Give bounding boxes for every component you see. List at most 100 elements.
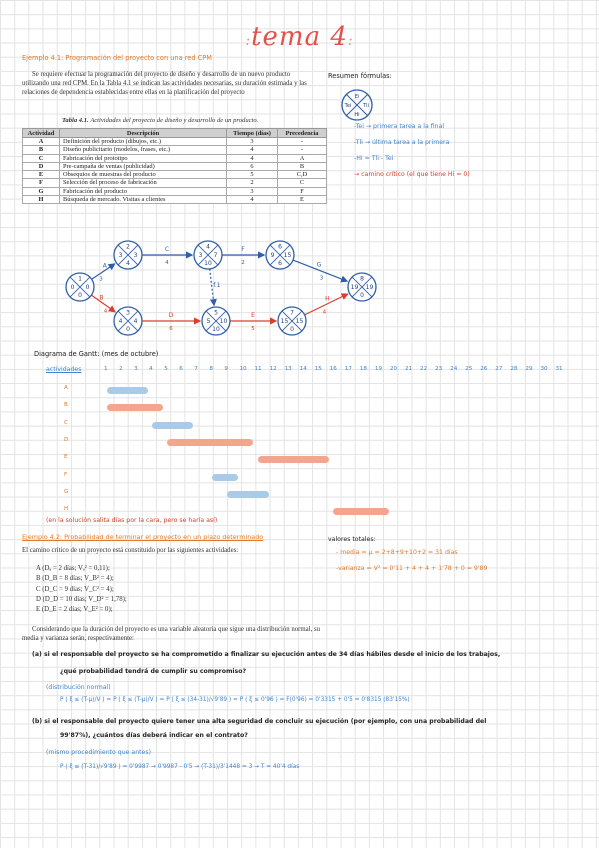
table-cell: Selección del proceso de fabricación xyxy=(59,178,227,188)
table-cell: A xyxy=(277,153,327,163)
gantt-activities-label: actividades xyxy=(46,366,82,373)
critical-activity-item: A (Dₐ = 2 días; Vₐ² = 0,11); xyxy=(36,565,110,572)
gantt-day-label: 3 xyxy=(134,366,138,372)
table-cell: B xyxy=(277,161,327,172)
table-cell: Diseño publicitario (modelos, frases, et… xyxy=(59,145,227,155)
gantt-day-label: 9 xyxy=(224,366,228,372)
edge-duration: 4 xyxy=(104,308,108,314)
gantt-task-label: H xyxy=(64,506,69,513)
svg-text:5: 5 xyxy=(214,310,218,317)
formulas-heading: Resumen fórmulas: xyxy=(328,72,392,80)
example2-intro: El camino crítico de un proyecto está co… xyxy=(22,547,239,554)
svg-text:4: 4 xyxy=(134,318,138,325)
gantt-day-label: 23 xyxy=(435,366,443,372)
svg-text:0: 0 xyxy=(126,326,130,333)
table-cell: 4 xyxy=(226,195,278,205)
example1-heading: Ejemplo 4.1: Programación del proyecto c… xyxy=(22,54,212,62)
gantt-day-label: 8 xyxy=(209,366,213,372)
edge-duration: 4 xyxy=(323,309,327,315)
gantt-task-label: D xyxy=(64,436,69,443)
svg-text:7: 7 xyxy=(290,310,294,317)
svg-text:10: 10 xyxy=(204,260,212,267)
table-cell: F xyxy=(22,178,60,188)
gantt-task-bar xyxy=(257,456,329,464)
table-cell: Fabricación del producto xyxy=(59,186,227,197)
table-cell: C xyxy=(277,178,327,188)
svg-text:Tei: Tei xyxy=(344,103,352,109)
critical-activity-item: E (D_E = 2 días; V_E² = 0); xyxy=(36,606,113,614)
edge-duration: 3 xyxy=(99,277,103,283)
table-cell: 2 xyxy=(226,178,278,188)
gantt-day-label: 2 xyxy=(119,366,123,372)
svg-text:10: 10 xyxy=(212,326,220,333)
gantt-task-label: F xyxy=(64,471,68,478)
gantt-day-label: 20 xyxy=(389,366,398,372)
formula-line-2: -Tli → última tarea a la primera xyxy=(354,139,450,146)
svg-text:15: 15 xyxy=(284,252,292,259)
svg-text:0: 0 xyxy=(78,292,82,299)
gantt-day-label: 19 xyxy=(374,366,383,372)
question-b-note: (mismo procedimiento que antes) xyxy=(46,749,151,756)
gantt-task-bar xyxy=(152,421,194,429)
table-cell: - xyxy=(277,136,327,147)
gantt-day-label: 7 xyxy=(194,366,198,372)
critical-activity-item: B (D_B = 8 días; V_B² = 4); xyxy=(36,575,114,583)
table-cell: 4 xyxy=(226,145,278,155)
edge-label: H xyxy=(325,295,330,302)
table-cell: C xyxy=(22,153,60,163)
gantt-task-label: B xyxy=(64,402,68,409)
gantt-day-label: 13 xyxy=(284,366,292,372)
gantt-task-bar xyxy=(107,387,149,394)
svg-text:0: 0 xyxy=(86,284,90,291)
svg-text:0: 0 xyxy=(71,284,75,291)
gantt-day-label: 1 xyxy=(104,366,108,372)
formula-line-1: -Tei → primera tarea a la final xyxy=(354,123,445,130)
svg-text:8: 8 xyxy=(360,276,364,283)
edge-label: G xyxy=(317,262,322,269)
table-cell: 6 xyxy=(226,161,278,172)
gantt-task-bar xyxy=(167,438,254,446)
formula-line-3: -Hi = Tli - Tei xyxy=(354,155,394,162)
svg-text:15: 15 xyxy=(296,318,304,325)
example1-intro: Se requiere efectuar la programación del… xyxy=(22,71,307,96)
edge-label: D xyxy=(169,312,174,319)
gantt-day-label: 31 xyxy=(555,366,563,372)
network-edge xyxy=(91,263,116,280)
svg-text:4: 4 xyxy=(119,318,123,325)
gantt-task-label: E xyxy=(64,454,68,461)
gantt-day-label: 30 xyxy=(540,366,548,372)
gantt-day-label: 28 xyxy=(510,366,518,372)
edge-label: E xyxy=(251,312,255,319)
gantt-day-label: 5 xyxy=(164,366,168,372)
table-cell: 4 xyxy=(226,153,278,163)
table-cell: 3 xyxy=(226,136,278,147)
gantt-day-label: 22 xyxy=(420,366,428,372)
table-cell: Obsequios de muestras del producto xyxy=(59,170,227,180)
edge-duration: 2 xyxy=(241,260,245,266)
gantt-note: (en la solución salita días por la cara,… xyxy=(46,517,218,524)
svg-text:9: 9 xyxy=(271,252,275,259)
svg-text:3: 3 xyxy=(126,310,130,317)
table-cell: F xyxy=(277,186,327,197)
svg-text:1: 1 xyxy=(78,276,82,283)
critical-activity-item: D (D_D = 10 días; V_D² = 1,78); xyxy=(36,595,127,603)
edge-label: A xyxy=(103,263,108,270)
gantt-day-label: 14 xyxy=(299,366,307,372)
gantt-task-label: G xyxy=(64,488,69,495)
question-a-formula: P ( ξ ≤ (T-µ)/V ) = P ( ξ ≤ (T-µ)/V ) = … xyxy=(60,697,410,703)
svg-text:19: 19 xyxy=(366,284,374,291)
table-cell: C,D xyxy=(277,170,327,180)
example2-paragraph: Considerando que la duración del proyect… xyxy=(22,626,321,642)
gantt-day-label: 27 xyxy=(495,366,503,372)
